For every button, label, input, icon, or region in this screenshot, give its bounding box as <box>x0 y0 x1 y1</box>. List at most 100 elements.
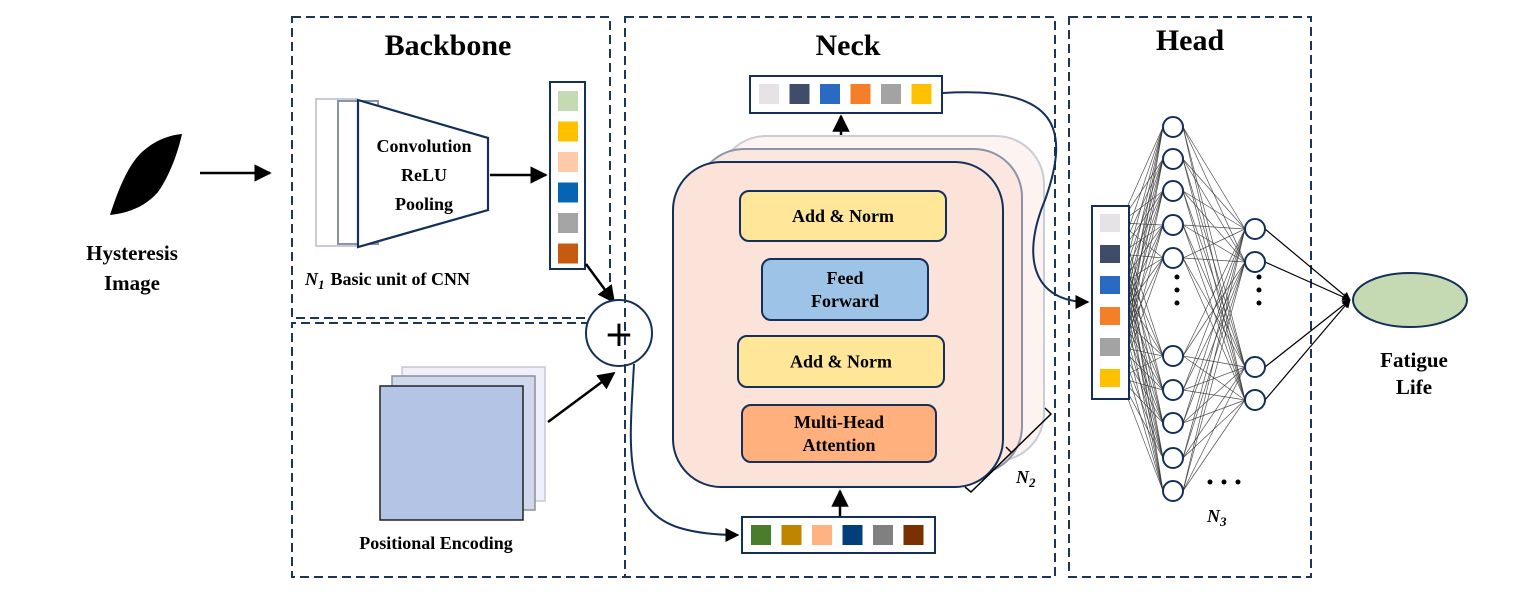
neck-input-cell <box>751 525 771 545</box>
positional-box <box>291 322 1055 578</box>
hidden1-neuron <box>1162 379 1184 401</box>
n2-bracket <box>964 407 1053 494</box>
hidden1-neuron <box>1162 214 1184 236</box>
encoder-block-label: Feed <box>827 268 864 288</box>
encoder-block-label: Multi-Head <box>794 412 884 432</box>
conv-trapezoid <box>356 98 490 249</box>
neck-output-cell <box>820 84 840 104</box>
n3-symbol: N <box>1206 506 1221 526</box>
hidden1-neuron <box>1162 180 1184 202</box>
positional-label: Positional Encoding <box>359 533 513 553</box>
neck-output-cell <box>881 84 901 104</box>
encoder-block-label: Attention <box>803 435 876 455</box>
hidden1-hidden2-edge <box>1182 257 1246 368</box>
head-vector-cell <box>1100 307 1120 325</box>
encoder-block-box <box>741 404 937 463</box>
hidden2-neuron <box>1244 218 1266 240</box>
head-box <box>1068 16 1312 578</box>
layer2-ellipsis-icon <box>1256 274 1262 306</box>
neck-output-vector <box>749 75 943 114</box>
neck-title: Neck <box>816 29 881 62</box>
hidden2-output-edge <box>1264 299 1351 368</box>
neck-input-cell <box>903 525 924 545</box>
neck-output-cell <box>789 84 810 104</box>
neck-input-cell <box>781 525 802 545</box>
head-vector-cell <box>1100 245 1120 263</box>
conv-line-1: Convolution <box>376 136 471 156</box>
hidden1-hidden2-edge <box>1182 261 1246 492</box>
hidden1-hidden2-edge <box>1182 190 1246 368</box>
backbone-vector-cell <box>558 91 578 111</box>
n2-symbol: N <box>1015 467 1030 487</box>
pe-layer-front <box>379 385 524 521</box>
hidden1-neuron <box>1162 345 1184 367</box>
encoder-block-box <box>761 258 929 321</box>
n1-text: Basic unit of CNN <box>331 269 471 289</box>
hidden1-hidden2-edge <box>1182 158 1246 263</box>
hidden1-hidden2-edge <box>1182 399 1246 424</box>
hidden1-hidden2-edge <box>1182 366 1246 391</box>
layer1-ellipsis-icon <box>1174 274 1180 306</box>
hidden1-hidden2-edge <box>1182 126 1246 368</box>
hidden2-neuron <box>1244 356 1266 378</box>
n1-subscript: 1 <box>318 277 325 292</box>
hidden1-hidden2-edge <box>1182 158 1246 368</box>
hidden1-hidden2-edge <box>1182 399 1246 492</box>
n1-symbol: N <box>304 269 319 289</box>
pe-to-sum-arrow <box>547 371 616 424</box>
hidden1-neuron <box>1162 148 1184 170</box>
cnn-to-sum-arrow <box>584 263 616 304</box>
hidden1-neuron <box>1162 247 1184 269</box>
hidden2-neuron <box>1244 389 1266 411</box>
hidden1-hidden2-edge <box>1182 224 1246 230</box>
neck-output-cell <box>850 84 871 104</box>
neck-output-cells <box>759 84 932 104</box>
output-label-line2: Life <box>1396 375 1432 399</box>
neck-input-cell <box>812 525 832 545</box>
plus-icon: + <box>604 314 634 355</box>
conv-line-2: ReLU <box>401 165 447 185</box>
neck-output-cell <box>911 84 932 104</box>
hidden2-output-edge <box>1264 299 1351 401</box>
backbone-vector-cell <box>558 213 578 233</box>
hidden1-hidden2-edge <box>1182 190 1246 230</box>
input-label-line2: Image <box>104 271 160 295</box>
encoder-block-box <box>739 190 947 242</box>
backbone-title: Backbone <box>385 29 512 62</box>
hidden1-neuron <box>1162 480 1184 502</box>
encoder-block-label: Add & Norm <box>790 352 892 372</box>
neck-input-cell <box>873 525 893 545</box>
hysteresis-loop-icon <box>110 134 182 215</box>
encoder-block: Add & Norm <box>737 335 945 388</box>
encoder-block-label: Add & Norm <box>792 206 894 226</box>
head-vector-cell <box>1100 338 1120 356</box>
backbone-vector-cell <box>558 182 578 203</box>
depth-ellipsis-icon <box>1207 479 1241 485</box>
head-title: Head <box>1156 24 1225 57</box>
hidden1-hidden2-edge <box>1182 366 1246 459</box>
sum-node: + <box>585 299 653 367</box>
neck-input-cells <box>751 525 924 545</box>
hidden2-neuron <box>1244 251 1266 273</box>
hidden1-neuron <box>1162 447 1184 469</box>
output-section: Fatigue Life <box>1352 272 1468 399</box>
hidden2-output-edge <box>1264 261 1351 301</box>
hidden2-output-edge <box>1264 228 1351 301</box>
backbone-box <box>291 16 611 319</box>
hidden1-hidden2-edge <box>1182 228 1246 259</box>
backbone-vector-cells <box>558 91 578 264</box>
head-vector-cell <box>1100 276 1120 294</box>
hidden1-hidden2-edge <box>1182 228 1246 492</box>
n2-subscript: 2 <box>1028 475 1036 490</box>
head-vector-cell <box>1100 214 1120 232</box>
hidden1-hidden2-edge <box>1182 366 1246 492</box>
output-label-line1: Fatigue <box>1380 348 1448 372</box>
backbone-feature-vector <box>549 81 586 270</box>
hidden1-neuron <box>1162 116 1184 138</box>
neck-to-head-connector <box>942 91 1090 309</box>
